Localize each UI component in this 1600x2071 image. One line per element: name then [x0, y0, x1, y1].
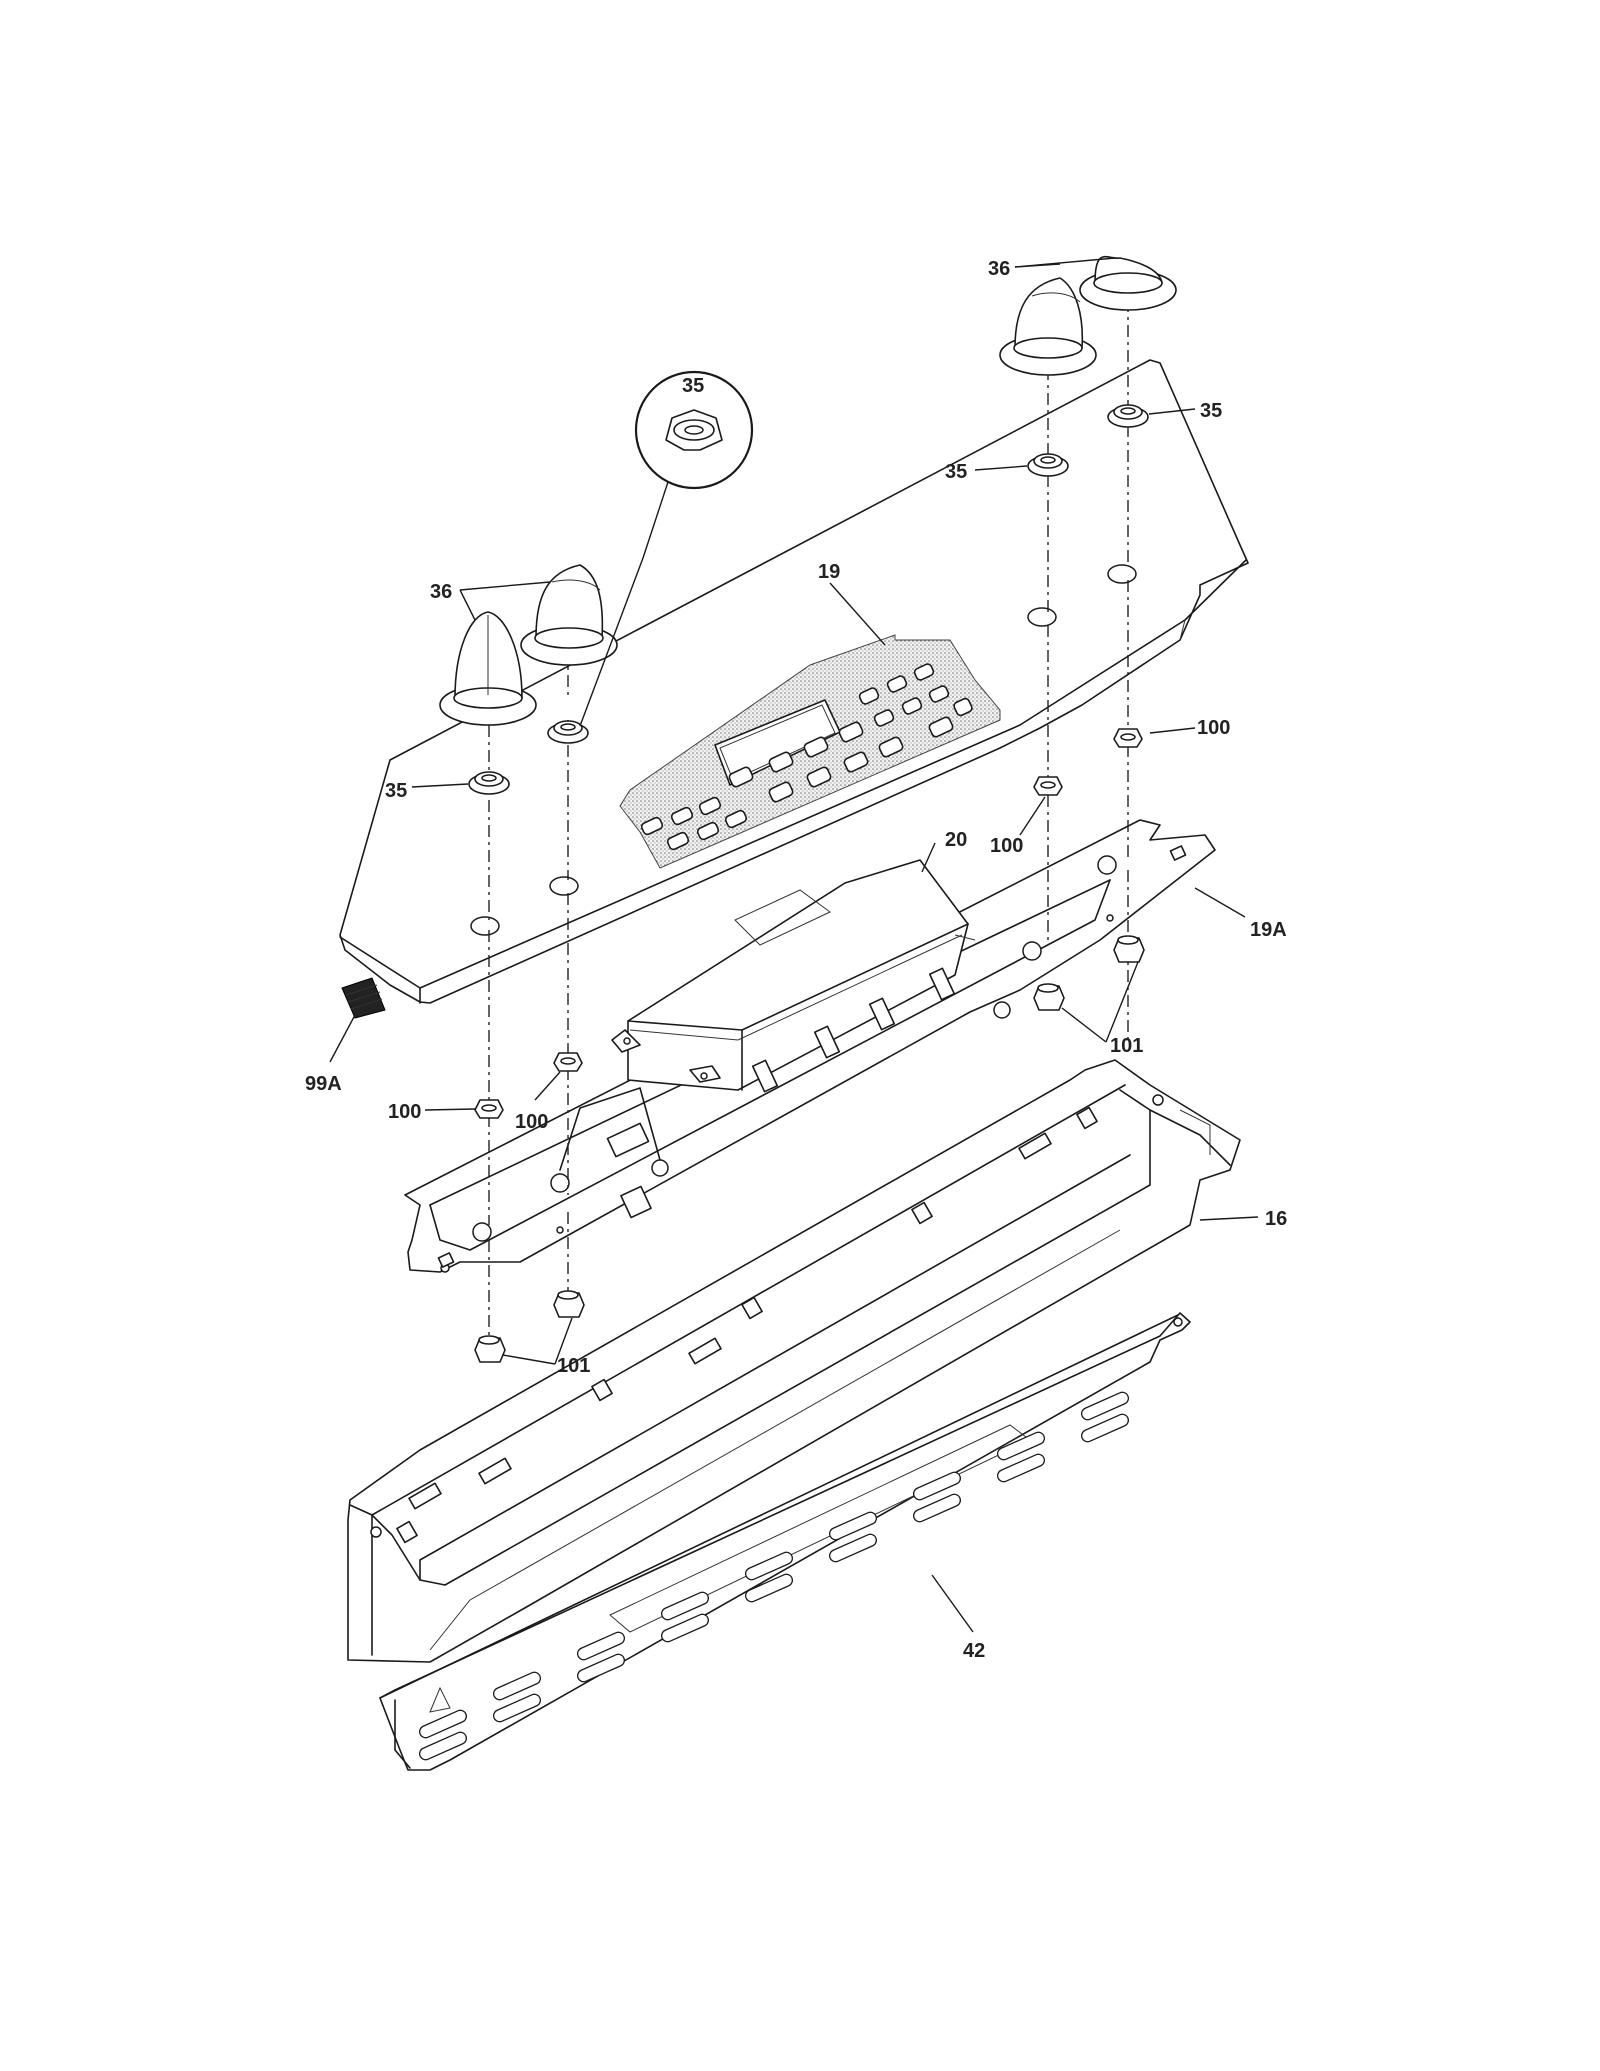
nut-100-mid — [1033, 776, 1063, 796]
nut-35-left — [468, 771, 510, 795]
control-panel-19 — [339, 359, 1249, 1004]
vent-panel-42 — [379, 1312, 1191, 1771]
nut-35-right-a — [1027, 453, 1069, 477]
ribbon-cable-99A — [341, 977, 386, 1019]
knob-36-right-a — [999, 277, 1097, 376]
frame-tabs — [396, 1106, 1098, 1544]
nut-35-detail-callout — [579, 370, 754, 727]
label-36-top: 36 — [988, 258, 1010, 280]
label-36-left: 36 — [430, 581, 452, 603]
knob-36-left-b — [520, 564, 618, 666]
knob-36-right-b — [1079, 255, 1177, 311]
label-35-top-right: 35 — [1200, 400, 1222, 422]
label-101-right: 101 — [1110, 1035, 1143, 1057]
nut-101-left-b — [553, 1290, 585, 1318]
assembly-centerlines — [488, 300, 1129, 1340]
vent-slots — [418, 1391, 1130, 1761]
nut-101-right-b — [1113, 935, 1145, 963]
nut-100-left — [474, 1099, 504, 1119]
label-100-left: 100 — [388, 1101, 421, 1123]
nut-35-right-b — [1107, 404, 1149, 428]
nut-35-mid — [547, 720, 589, 744]
label-100-mid: 100 — [990, 835, 1023, 857]
control-board-20 — [611, 859, 976, 1093]
touch-pad-overlay — [619, 634, 1001, 869]
frame-16 — [347, 1059, 1241, 1663]
label-35-left: 35 — [385, 780, 407, 802]
label-99A: 99A — [305, 1073, 342, 1095]
label-35-top-mid: 35 — [945, 461, 967, 483]
label-42: 42 — [963, 1640, 985, 1662]
nut-101-left-a — [474, 1335, 506, 1363]
label-19A: 19A — [1250, 919, 1287, 941]
nut-100-left2 — [553, 1052, 583, 1072]
label-19: 19 — [818, 561, 840, 583]
leader-lines — [329, 257, 1259, 1633]
knob-36-left-a — [439, 611, 537, 726]
callout-labels: 36 35 35 35 36 19 35 100 20 100 19A 101 … — [305, 258, 1287, 1662]
label-20: 20 — [945, 829, 967, 851]
label-35-detail: 35 — [682, 375, 704, 397]
label-101-left: 101 — [557, 1355, 590, 1377]
nut-100-right — [1113, 728, 1143, 748]
label-16: 16 — [1265, 1208, 1287, 1230]
label-100-right: 100 — [1197, 717, 1230, 739]
nut-101-right-a — [1033, 983, 1065, 1011]
label-100-left2: 100 — [515, 1111, 548, 1133]
